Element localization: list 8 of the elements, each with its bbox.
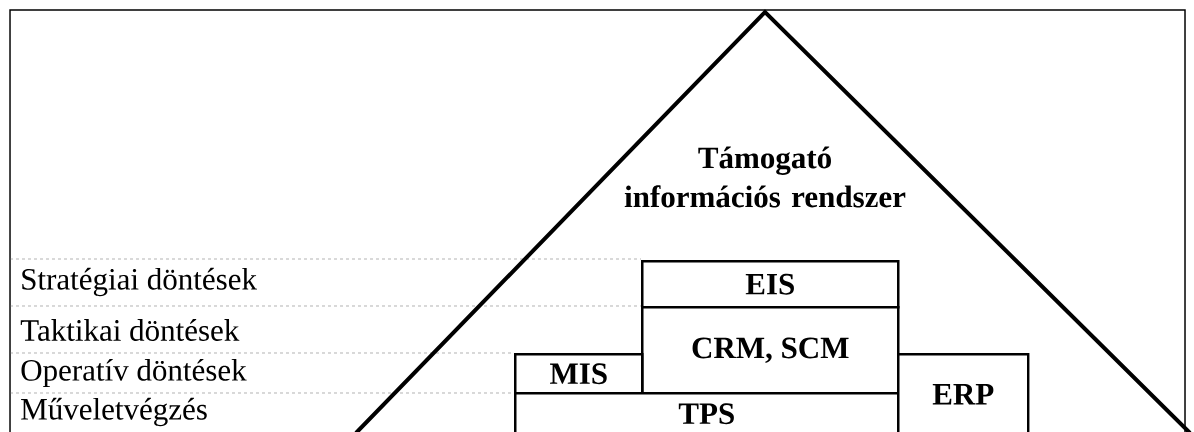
row-label: Műveletvégzés: [21, 397, 207, 427]
system-box: MIS: [514, 353, 644, 395]
row-label: Taktikai döntések: [20, 319, 240, 341]
system-box: ERP: [897, 353, 1030, 432]
system-box: CRM, SCM: [641, 306, 900, 395]
row-label: Stratégiai döntések: [22, 267, 257, 297]
row-label: Operatív döntések: [21, 358, 247, 388]
system-box: EIS: [641, 260, 900, 309]
